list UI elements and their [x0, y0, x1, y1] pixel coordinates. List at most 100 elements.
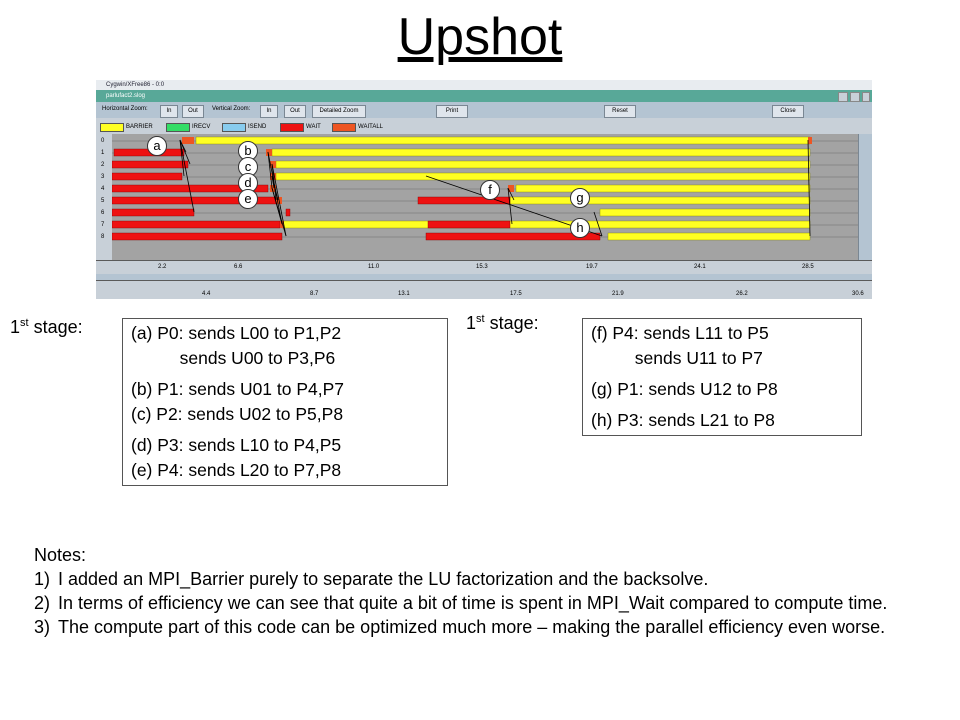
- row-number: 8: [101, 234, 105, 240]
- legend-swatch-waitall[interactable]: [332, 123, 356, 132]
- note-item: 2) In terms of efficiency we can see tha…: [34, 591, 954, 615]
- row-number: 3: [101, 174, 105, 180]
- legend-label-barrier: BARRIER: [126, 124, 153, 130]
- right-stage-label: 1st stage:: [466, 308, 539, 334]
- annotation-bubble-e: e: [238, 189, 258, 209]
- close-button[interactable]: Close: [772, 105, 804, 118]
- minimize-icon[interactable]: [838, 92, 848, 102]
- note-text: The compute part of this code can be opt…: [58, 617, 886, 637]
- left-stage-number: 1: [10, 317, 21, 337]
- vzoom-out-button[interactable]: Out: [284, 105, 306, 118]
- note-item: 1) I added an MPI_Barrier purely to sepa…: [34, 567, 954, 591]
- legend-swatch-irecv[interactable]: [166, 123, 190, 132]
- annotation-bubble-h: h: [570, 218, 590, 238]
- vertical-scrollbar[interactable]: [858, 134, 872, 264]
- left-stage-line: (d) P3: sends L10 to P4,P5: [131, 435, 342, 455]
- row-number: 0: [101, 138, 105, 144]
- right-stage-number: 1: [466, 313, 477, 333]
- print-button[interactable]: Print: [436, 105, 468, 118]
- legend-label-waitall: WAITALL: [358, 124, 384, 130]
- time-axis-top: 2.2 6.6 11.0 15.3 19.7 24.1 28.5: [96, 260, 872, 274]
- right-stage-line: (h) P3: sends L21 to P8: [591, 410, 775, 430]
- axis-tick-label: 15.3: [476, 264, 488, 270]
- vzoom-label: Vertical Zoom:: [212, 106, 251, 112]
- file-name: parlufact2.slog: [106, 93, 146, 99]
- annotation-bubble-g: g: [570, 188, 590, 208]
- row-number-column: 0 1 2 3 4 5 6 7 8: [96, 134, 112, 264]
- hzoom-out-button[interactable]: Out: [182, 105, 204, 118]
- note-number: 3): [34, 617, 51, 637]
- axis-tick-label: 4.4: [202, 291, 211, 297]
- maximize-icon[interactable]: [850, 92, 860, 102]
- timeline-canvas[interactable]: [96, 134, 872, 264]
- axis-tick-label: 26.2: [736, 291, 748, 297]
- legend-swatch-isend[interactable]: [222, 123, 246, 132]
- axis-tick-label: 11.0: [368, 264, 380, 270]
- row-number: 5: [101, 198, 105, 204]
- axis-tick-label: 21.9: [612, 291, 624, 297]
- axis-tick-label: 24.1: [694, 264, 706, 270]
- right-stage-line: sends U11 to P7: [591, 348, 763, 368]
- hzoom-in-button[interactable]: In: [160, 105, 178, 118]
- horizontal-scrollbar[interactable]: [96, 274, 872, 280]
- axis-tick-label: 17.5: [510, 291, 522, 297]
- annotation-bubble-c: c: [238, 157, 258, 177]
- axis-tick-label: 13.1: [398, 291, 410, 297]
- detailed-zoom-button[interactable]: Detailed Zoom: [312, 105, 366, 118]
- upshot-window: Cygwin/XFree86 - 0:0 parlufact2.slog Hor…: [96, 80, 872, 299]
- right-stage-line: (g) P1: sends U12 to P8: [591, 379, 778, 399]
- annotation-bubble-a: a: [147, 136, 167, 156]
- hzoom-label: Horizontal Zoom:: [102, 106, 148, 112]
- legend: BARRIER IRECV ISEND WAIT WAITALL: [96, 120, 872, 132]
- left-stage-box: (a) P0: sends L00 to P1,P2 sends U00 to …: [122, 318, 448, 486]
- notes-heading: Notes:: [34, 545, 87, 565]
- axis-tick-label: 8.7: [310, 291, 319, 297]
- note-number: 1): [34, 569, 51, 589]
- row-number: 7: [101, 222, 105, 228]
- time-axis-bottom: 4.4 8.7 13.1 17.5 21.9 26.2 30.6: [96, 280, 872, 299]
- reset-button[interactable]: Reset: [604, 105, 636, 118]
- notes-section: Notes: 1) I added an MPI_Barrier purely …: [34, 543, 954, 639]
- legend-swatch-wait[interactable]: [280, 123, 304, 132]
- timeline-svg: [111, 136, 858, 241]
- window-title: Cygwin/XFree86 - 0:0: [106, 82, 165, 88]
- vzoom-in-button[interactable]: In: [260, 105, 278, 118]
- axis-line: [96, 280, 872, 281]
- window-titlebar: Cygwin/XFree86 - 0:0: [96, 80, 872, 90]
- legend-label-isend: ISEND: [248, 124, 267, 130]
- close-icon[interactable]: [862, 92, 870, 102]
- left-stage-line: (c) P2: sends U02 to P5,P8: [131, 404, 344, 424]
- axis-tick-label: 19.7: [586, 264, 598, 270]
- note-text: I added an MPI_Barrier purely to separat…: [58, 569, 709, 589]
- axis-tick-label: 6.6: [234, 264, 243, 270]
- row-number: 4: [101, 186, 105, 192]
- legend-swatch-barrier[interactable]: [100, 123, 124, 132]
- toolbar: Horizontal Zoom: In Out Vertical Zoom: I…: [96, 102, 872, 118]
- left-stage-word: stage:: [28, 317, 83, 337]
- slide-title: Upshot: [397, 8, 563, 66]
- note-item: 3) The compute part of this code can be …: [34, 615, 954, 639]
- annotation-bubble-f: f: [480, 180, 500, 200]
- axis-tick-label: 30.6: [852, 291, 864, 297]
- axis-tick-label: 2.2: [158, 264, 167, 270]
- right-stage-suffix: st: [476, 313, 485, 325]
- left-stage-label: 1st stage:: [10, 312, 83, 338]
- axis-line: [96, 260, 872, 261]
- left-stage-line: (a) P0: sends L00 to P1,P2: [131, 323, 342, 343]
- row-number: 6: [101, 210, 105, 216]
- row-number: 1: [101, 150, 105, 156]
- row-number: 2: [101, 162, 105, 168]
- right-stage-line: (f) P4: sends L11 to P5: [591, 323, 769, 343]
- right-stage-word: stage:: [484, 313, 539, 333]
- legend-label-wait: WAIT: [306, 124, 321, 130]
- left-stage-suffix: st: [20, 317, 29, 329]
- note-text: In terms of efficiency we can see that q…: [58, 593, 888, 613]
- note-number: 2): [34, 593, 51, 613]
- legend-label-irecv: IRECV: [192, 124, 211, 130]
- left-stage-line: sends U00 to P3,P6: [131, 348, 336, 368]
- left-stage-line: (b) P1: sends U01 to P4,P7: [131, 379, 345, 399]
- axis-tick-label: 28.5: [802, 264, 814, 270]
- left-stage-line: (e) P4: sends L20 to P7,P8: [131, 460, 342, 480]
- file-bar: parlufact2.slog: [96, 90, 872, 102]
- right-stage-box: (f) P4: sends L11 to P5 sends U11 to P7 …: [582, 318, 862, 436]
